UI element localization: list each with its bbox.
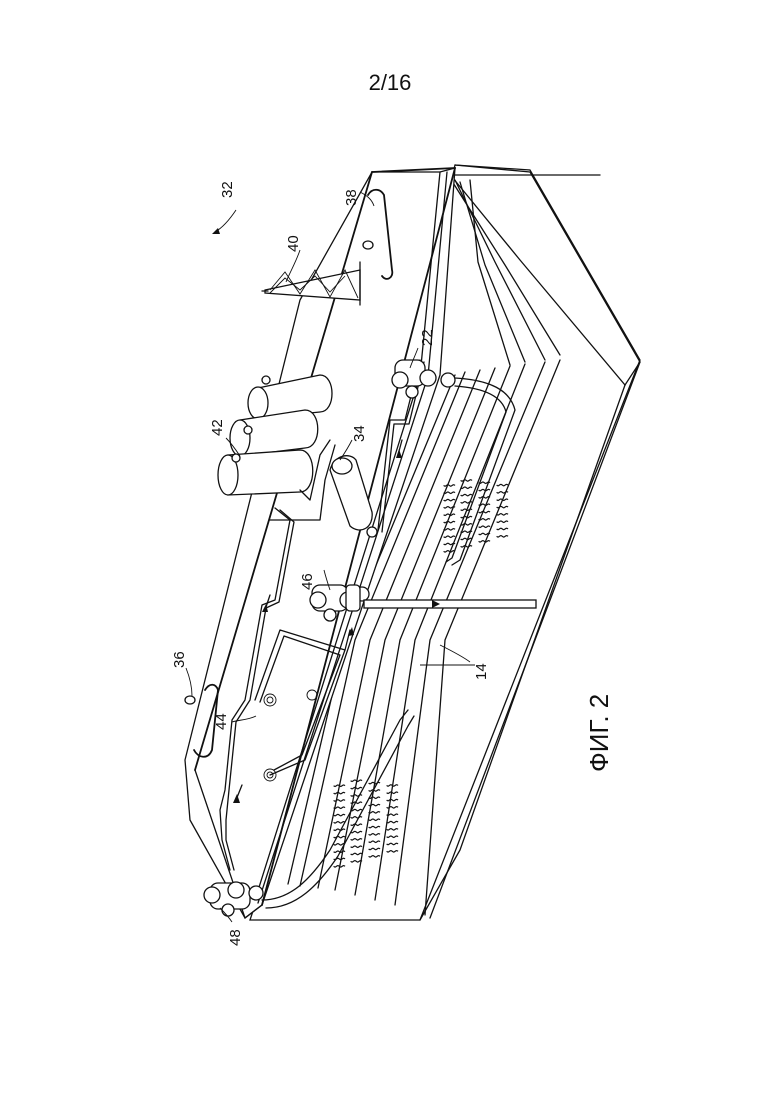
- ref-40: 40: [285, 235, 302, 252]
- figure-caption: ФИГ. 2: [584, 694, 614, 772]
- svg-text:⌇⌇⌇⌇⌇⌇⌇⌇⌇⌇: ⌇⌇⌇⌇⌇⌇⌇⌇⌇⌇: [385, 782, 402, 855]
- svg-text:⌇⌇⌇⌇⌇⌇⌇⌇⌇⌇: ⌇⌇⌇⌇⌇⌇⌇⌇⌇⌇: [442, 482, 459, 555]
- svg-text:⌇⌇⌇⌇⌇⌇⌇⌇⌇⌇: ⌇⌇⌇⌇⌇⌇⌇⌇⌇⌇: [459, 477, 476, 550]
- ref-46: 46: [299, 573, 316, 590]
- svg-text:⌇⌇⌇⌇⌇⌇⌇⌇⌇⌇⌇⌇: ⌇⌇⌇⌇⌇⌇⌇⌇⌇⌇⌇⌇: [349, 777, 366, 865]
- ref-42: 42: [209, 419, 226, 436]
- ref-38: 38: [343, 189, 360, 206]
- ref-14: 14: [473, 663, 490, 680]
- svg-text:⌇⌇⌇⌇⌇⌇⌇⌇⌇⌇⌇: ⌇⌇⌇⌇⌇⌇⌇⌇⌇⌇⌇: [367, 779, 384, 860]
- svg-text:⌇⌇⌇⌇⌇⌇⌇⌇⌇: ⌇⌇⌇⌇⌇⌇⌇⌇⌇: [477, 479, 494, 545]
- svg-text:⌇⌇⌇⌇⌇⌇⌇⌇⌇⌇⌇⌇: ⌇⌇⌇⌇⌇⌇⌇⌇⌇⌇⌇⌇: [332, 782, 349, 870]
- svg-text:⌇⌇⌇⌇⌇⌇⌇⌇: ⌇⌇⌇⌇⌇⌇⌇⌇: [495, 481, 512, 540]
- ref-36: 36: [171, 651, 188, 668]
- ref-44: 44: [213, 713, 230, 730]
- ref-32: 32: [219, 181, 236, 198]
- ref-34: 34: [351, 425, 368, 442]
- ref-22: 22: [419, 329, 436, 346]
- ref-48: 48: [227, 929, 244, 946]
